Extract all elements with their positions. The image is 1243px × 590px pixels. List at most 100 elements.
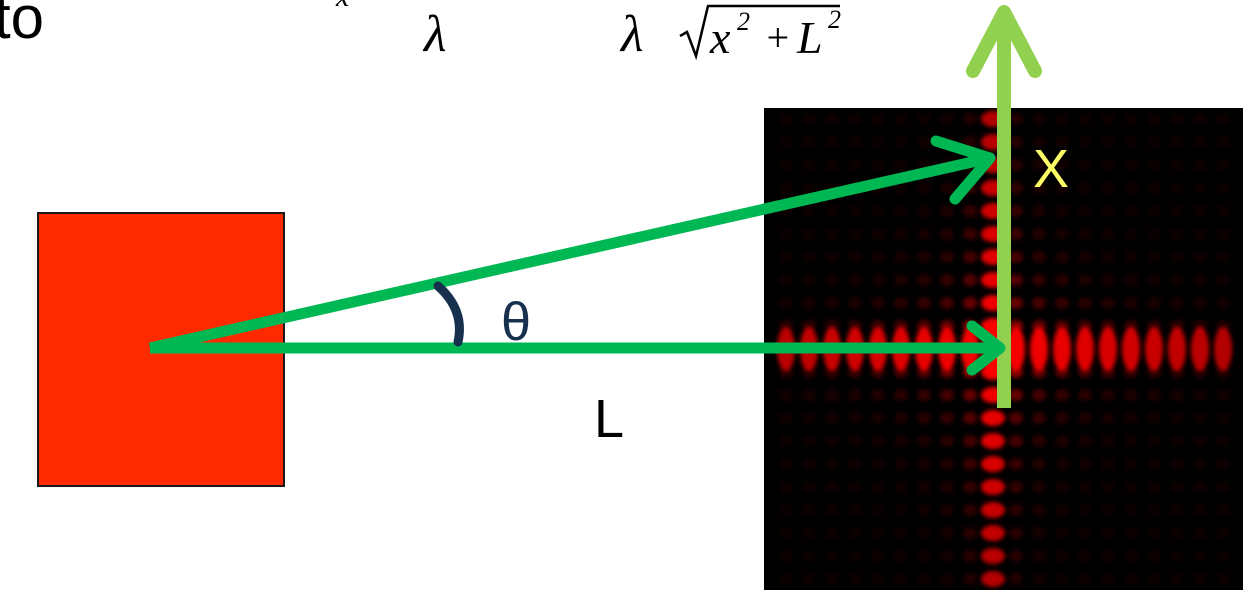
diffraction-spot [779,527,793,539]
diffraction-spot [1055,573,1069,585]
diffraction-spot [963,481,977,493]
distance-label: L [594,389,624,449]
diffraction-spot [1145,327,1163,371]
diffraction-spot [1078,159,1092,171]
diffraction-spot [779,251,793,263]
diffraction-spot [1193,412,1207,424]
diffraction-spot [1170,550,1184,562]
diffraction-spot [1032,573,1046,585]
diffraction-spot [779,389,793,401]
diffraction-spot [940,274,954,286]
diffraction-spot [981,525,1005,541]
diffraction-spot [825,136,839,148]
diffraction-spot [981,410,1005,426]
formula-radicand-x: x [709,12,731,63]
diffraction-spot [1124,251,1138,263]
diffraction-spot [963,458,977,470]
diffraction-spot [894,228,908,240]
diffraction-spot [894,527,908,539]
diffraction-spot [825,527,839,539]
angled-arrow [148,135,996,354]
diffraction-spot [1101,527,1115,539]
diffraction-spot [981,456,1005,472]
diffraction-spot [1124,297,1138,309]
diffraction-spot [871,136,885,148]
diffraction-spot [1147,159,1161,171]
diffraction-spot [1147,412,1161,424]
diffraction-spot [1009,297,1023,309]
diffraction-spot [1101,251,1115,263]
diffraction-spot [940,205,954,217]
diffraction-spot [779,458,793,470]
diffraction-spot [1055,435,1069,447]
diffraction-spot [1216,389,1230,401]
diffraction-spot [1147,504,1161,516]
diffraction-spot [894,412,908,424]
diffraction-spot [871,435,885,447]
diffraction-spot [940,251,954,263]
diffraction-spot [1170,297,1184,309]
diffraction-spot [779,159,793,171]
diffraction-spot [871,458,885,470]
diffraction-spot [1193,389,1207,401]
diffraction-spot [802,435,816,447]
diffraction-spot [894,205,908,217]
diffraction-spot [1078,251,1092,263]
diffraction-spot [1032,182,1046,194]
diffraction-spot [963,205,977,217]
diffraction-spot [1216,274,1230,286]
diffraction-spot [1032,136,1046,148]
diffraction-spot [1216,550,1230,562]
diffraction-spot [802,527,816,539]
diffraction-spot [1193,297,1207,309]
diffraction-spot [917,504,931,516]
diffraction-spot [1170,251,1184,263]
diffraction-spot [1124,550,1138,562]
diffraction-spot [825,389,839,401]
word-fragment: to [0,0,44,51]
diffraction-spot [940,435,954,447]
diffraction-spot [1009,159,1023,171]
diffraction-spot [1009,228,1023,240]
diffraction-spot [1009,182,1023,194]
diffraction-spot [894,458,908,470]
diffraction-spot [802,274,816,286]
diffraction-spot [1101,435,1115,447]
diffraction-spot [1124,458,1138,470]
diffraction-spot [1168,327,1186,371]
diffraction-spot [1032,481,1046,493]
diffraction-spot [1101,412,1115,424]
diffraction-spot [940,481,954,493]
diffraction-spot [802,297,816,309]
diffraction-spot [871,205,885,217]
diffraction-spot [1170,159,1184,171]
diffraction-spot [1170,458,1184,470]
diffraction-spot [1055,389,1069,401]
diffraction-spot [1147,228,1161,240]
diffraction-spot [917,182,931,194]
diffraction-spot [848,159,862,171]
diffraction-spot [963,228,977,240]
diffraction-spot [1170,274,1184,286]
diffraction-spot [917,113,931,125]
diffraction-spot [1055,113,1069,125]
formula-radical-sign [679,4,840,61]
diffraction-spot [1193,435,1207,447]
diffraction-spot [848,274,862,286]
diffraction-spot [825,113,839,125]
diffraction-spot [871,481,885,493]
diffraction-spot [848,228,862,240]
diffraction-spot [825,550,839,562]
diffraction-spot [848,458,862,470]
diffraction-spot [848,389,862,401]
diffraction-spot [802,182,816,194]
diffraction-spot [894,159,908,171]
diffraction-spot [1055,205,1069,217]
diffraction-spot [940,550,954,562]
diffraction-spot [848,136,862,148]
diffraction-spot [779,550,793,562]
diffraction-spot [963,251,977,263]
x-axis-arrow [966,5,1042,408]
diffraction-spot [1193,113,1207,125]
diffraction-spot [940,504,954,516]
